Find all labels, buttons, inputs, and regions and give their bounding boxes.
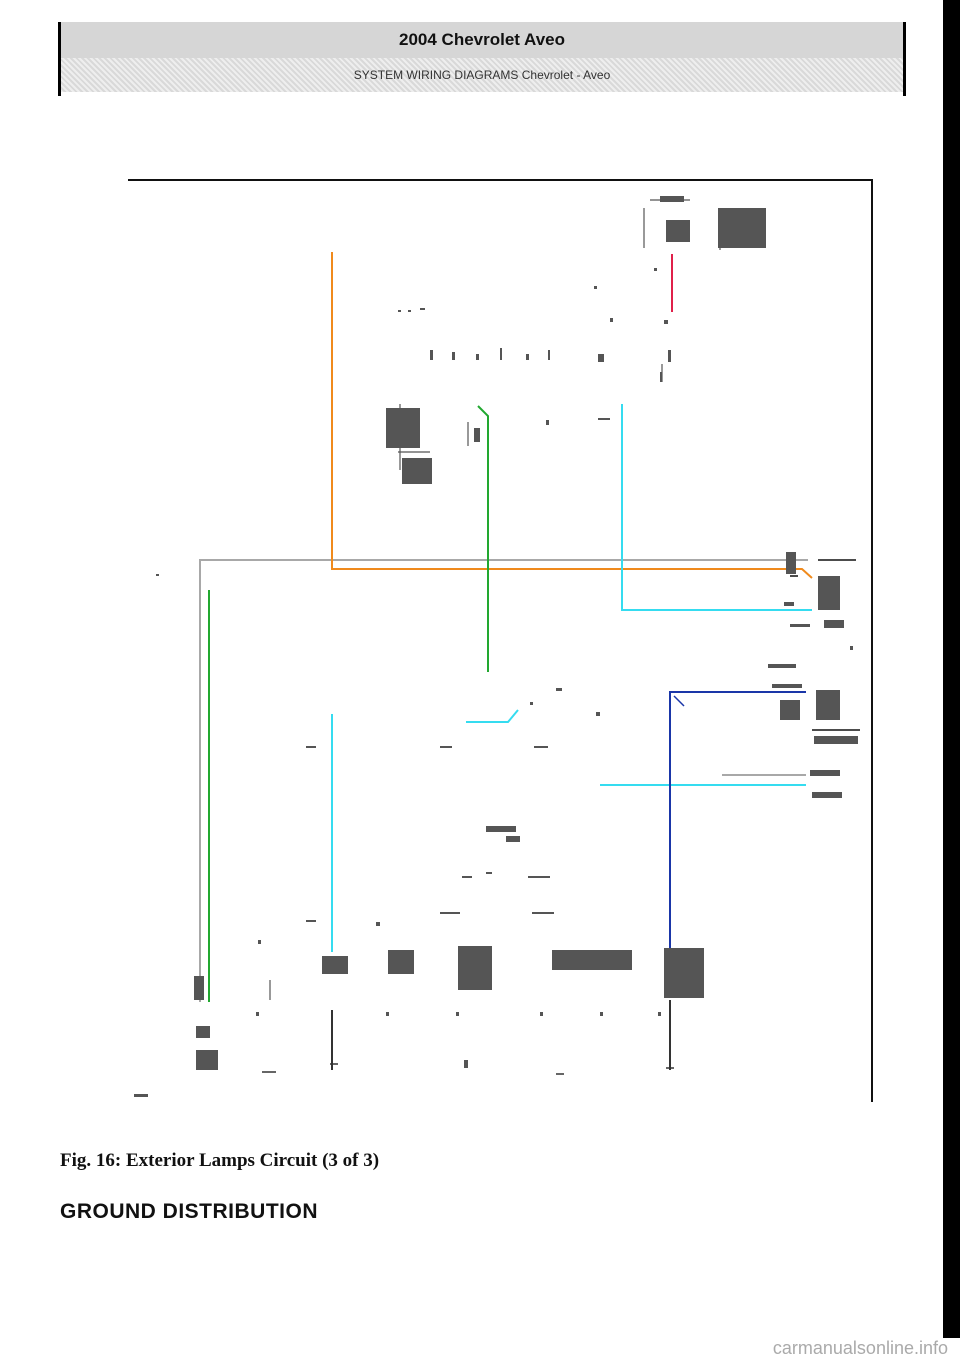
component-marks	[269, 199, 721, 1000]
ground-symbols	[262, 1063, 674, 1075]
wire-cyan-upper	[621, 404, 812, 611]
wire-green-center	[477, 405, 489, 672]
illegible-marks	[134, 196, 858, 1097]
section-heading: GROUND DISTRIBUTION	[60, 1200, 318, 1223]
diagram-frame	[128, 179, 873, 1102]
figure-caption: Fig. 16: Exterior Lamps Circuit (3 of 3)	[60, 1150, 380, 1171]
site-watermark: carmanualsonline.info	[0, 1338, 960, 1358]
wire-cyan-switch	[466, 709, 519, 723]
header-title: 2004 Chevrolet Aveo	[61, 22, 903, 58]
wire-orange	[331, 252, 813, 579]
wire-gray	[199, 559, 808, 1002]
document-header: 2004 Chevrolet Aveo SYSTEM WIRING DIAGRA…	[58, 22, 906, 96]
header-subtitle: SYSTEM WIRING DIAGRAMS Chevrolet - Aveo	[61, 58, 903, 92]
wire-blue-diag	[673, 695, 685, 707]
connector-right-upper	[790, 559, 860, 731]
wire-blue	[669, 691, 806, 954]
page-edge-bar	[943, 0, 960, 1358]
